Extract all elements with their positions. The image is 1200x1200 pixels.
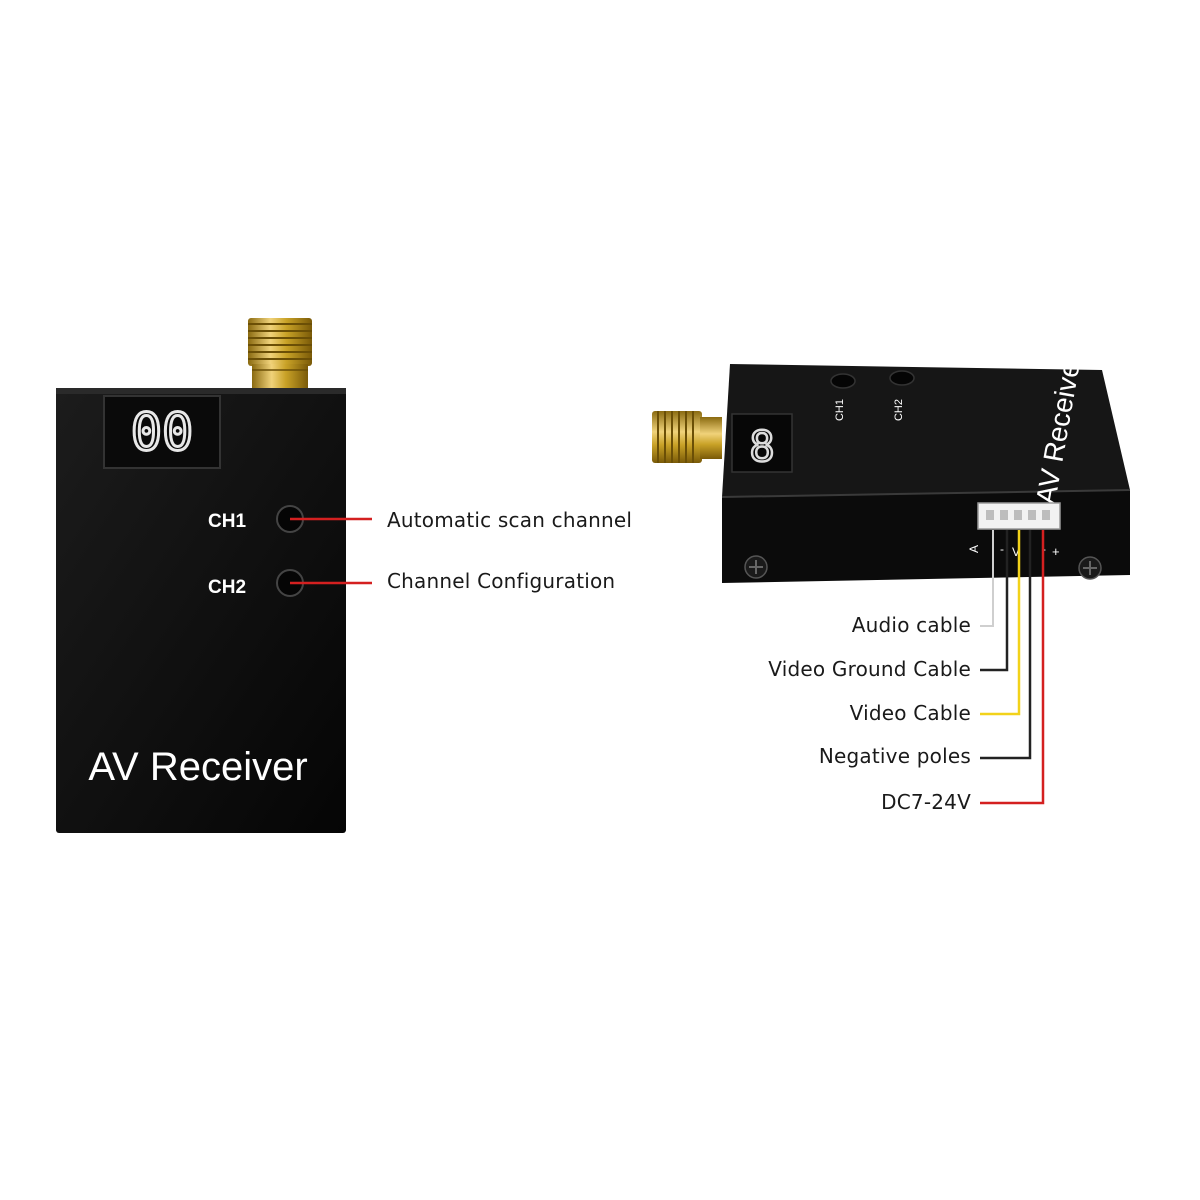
wire-label-video-ground: Video Ground Cable <box>768 657 971 681</box>
negative-wire <box>980 530 1032 760</box>
side-device-top <box>722 364 1130 497</box>
side-ch2-label: CH2 <box>893 399 905 421</box>
pin-mark-1: - <box>1000 542 1004 556</box>
wire-label-dc: DC7-24V <box>881 790 971 814</box>
pin-mark-a: A <box>967 545 981 553</box>
pin-mark-v: V <box>1012 545 1020 559</box>
front-device-title: AV Receiver <box>88 745 307 789</box>
front-device: 00 CH1 CH2 AV Receiver <box>56 318 372 833</box>
wire-label-audio: Audio cable <box>851 613 971 637</box>
video-wire <box>980 530 1021 716</box>
wire-label-video: Video Cable <box>849 701 971 725</box>
side-ch1-button[interactable] <box>830 373 856 389</box>
side-ch1-label: CH1 <box>834 399 846 421</box>
side-antenna-connector <box>652 411 722 463</box>
ch1-function-label: Automatic scan channel <box>387 508 633 532</box>
screw-icon-left <box>744 555 768 579</box>
screw-icon-right <box>1078 556 1102 580</box>
front-display-digits: 00 <box>131 403 194 463</box>
side-device-front <box>722 490 1130 583</box>
ch2-function-label: Channel Configuration <box>387 569 616 593</box>
video-ground-wire <box>980 530 1009 672</box>
audio-wire <box>980 530 994 627</box>
side-display-digit: 8 <box>749 422 774 471</box>
front-segment-display <box>103 395 221 469</box>
side-device: 8 CH1 CH2 AV Receiver A - V - + <box>652 350 1131 583</box>
front-device-body <box>56 388 346 833</box>
side-segment-display <box>731 413 793 473</box>
front-antenna-connector <box>248 318 312 390</box>
dc-power-wire <box>980 530 1045 805</box>
pin-mark-plus: + <box>1052 544 1060 559</box>
front-ch1-label: CH1 <box>208 511 246 532</box>
side-ch2-button[interactable] <box>889 370 915 386</box>
front-ch2-label: CH2 <box>208 577 246 598</box>
wire-label-negative: Negative poles <box>818 744 971 768</box>
wire-callouts <box>980 530 1045 805</box>
